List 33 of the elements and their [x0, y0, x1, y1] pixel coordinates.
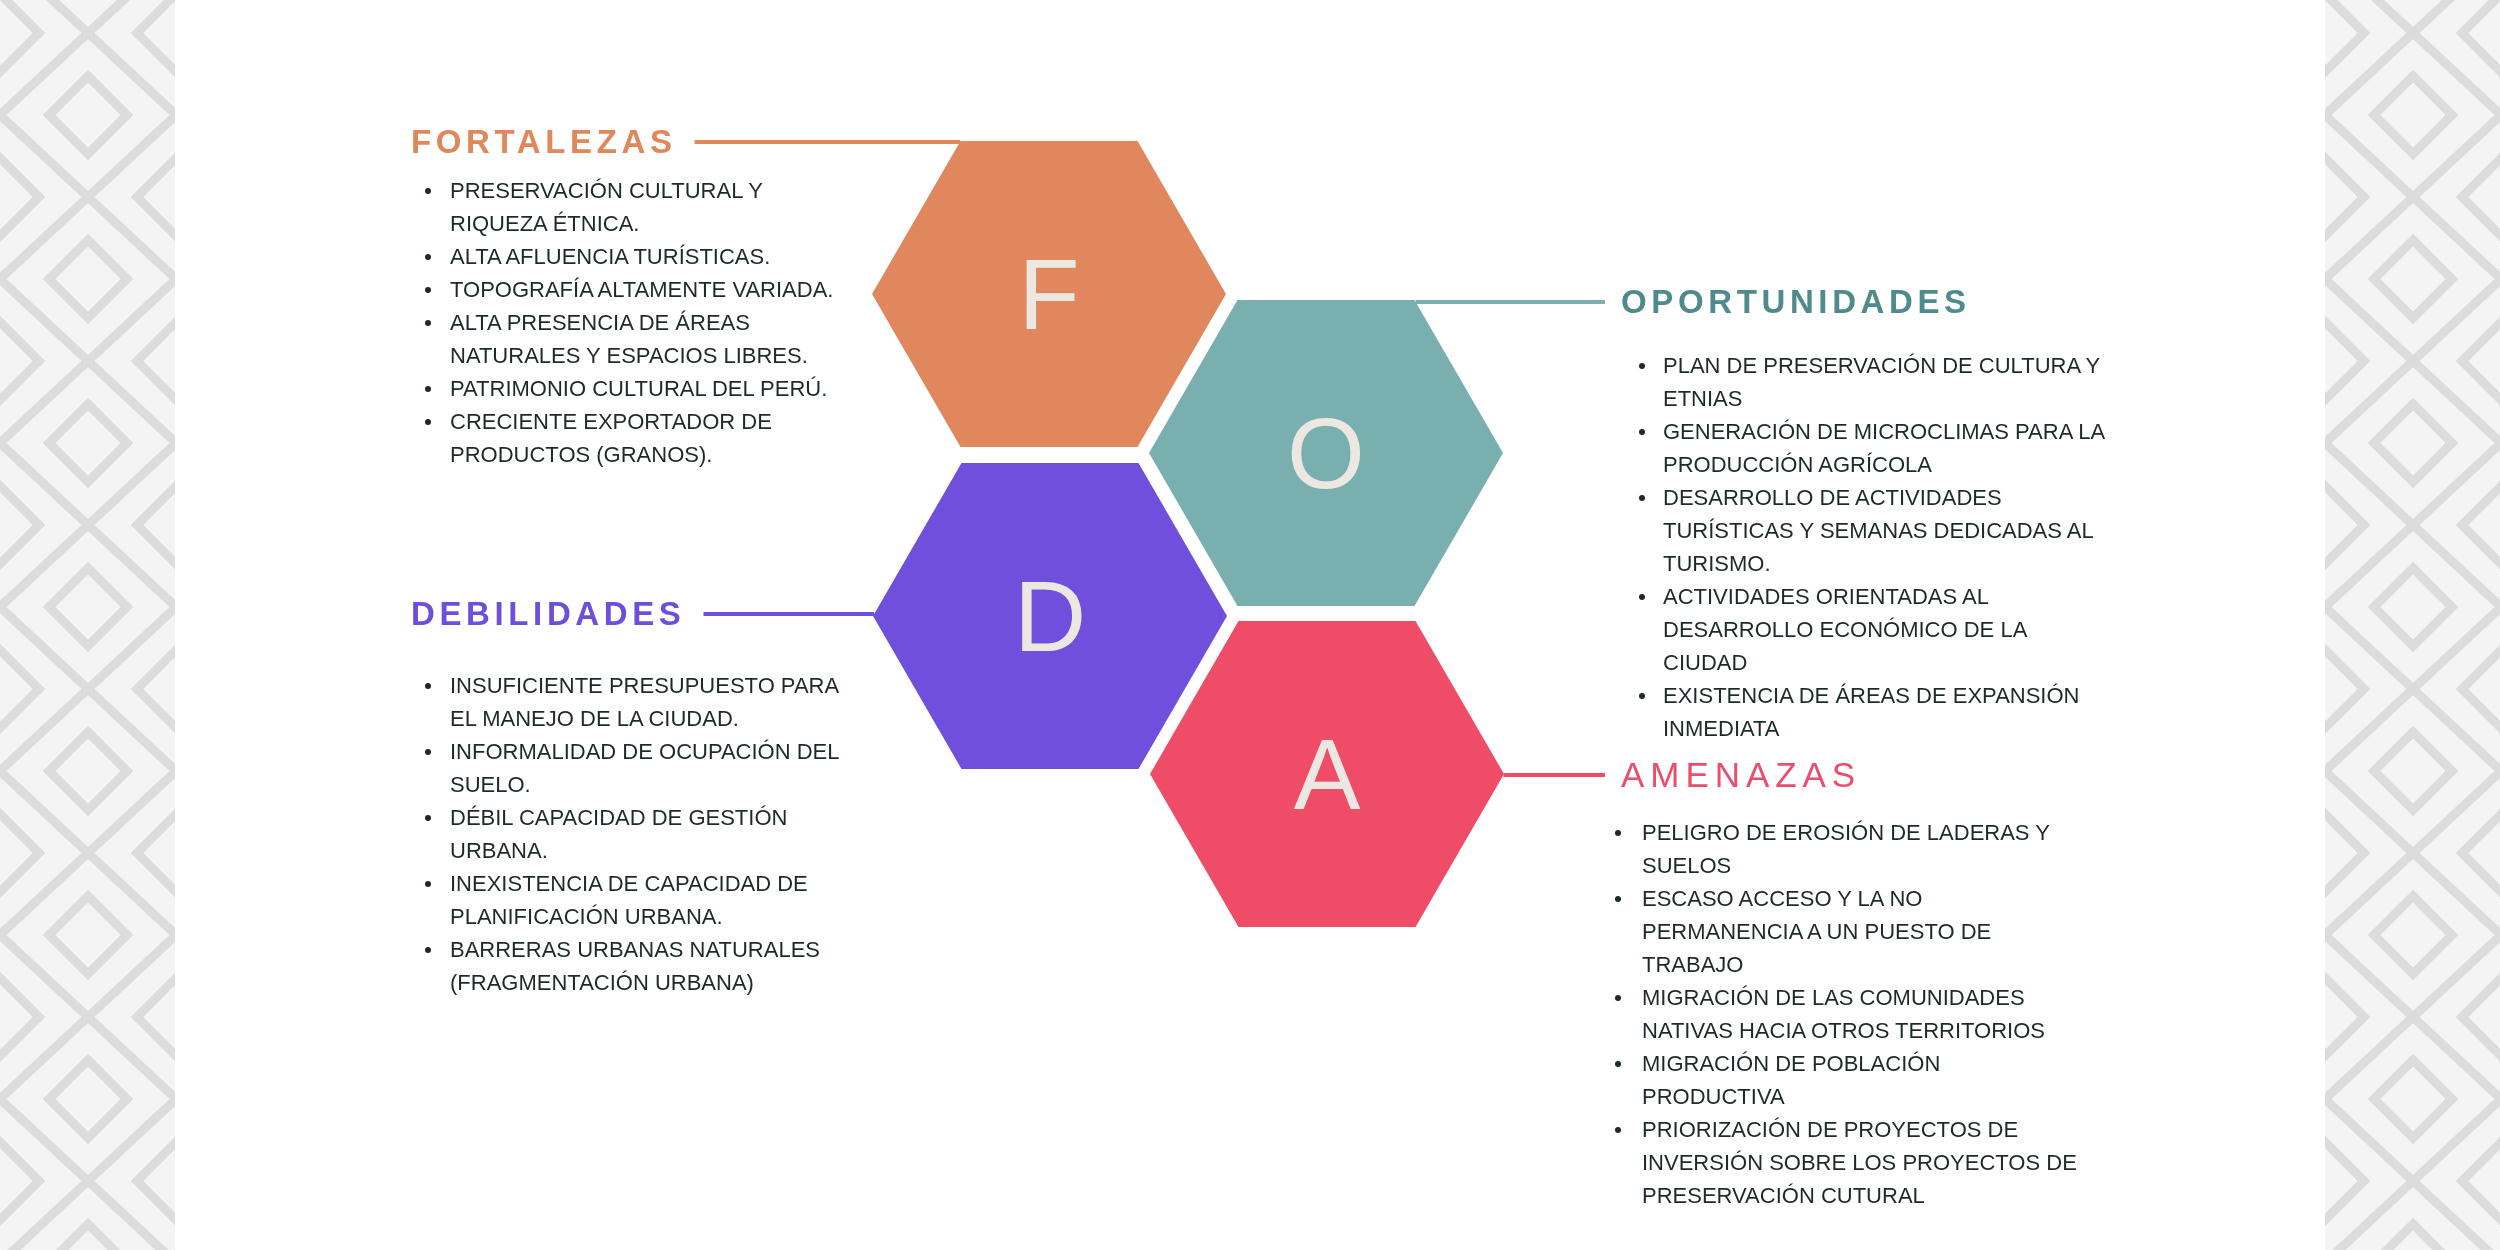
connector-line: [694, 140, 960, 144]
bullet-text: PELIGRO DE EROSIÓN DE LADERAS Y SUELOS: [1642, 819, 2051, 880]
section-heading: DEBILIDADES: [411, 594, 704, 634]
bullet-text: TOPOGRAFÍA ALTAMENTE VARIADA.: [450, 276, 834, 304]
bullet-text: MIGRACIÓN DE POBLACIÓN PRODUCTIVA: [1642, 1050, 1942, 1111]
bullet-text: DÉBIL CAPACIDAD DE GESTIÓN URBANA.: [450, 804, 789, 865]
bullet-text: MIGRACIÓN DE LAS COMUNIDADES NATIVAS HACIA OTROS TERRITORIOS: [1642, 984, 2046, 1045]
hexagon-letter: F: [1018, 244, 1080, 344]
connector-line: [1415, 300, 1605, 304]
bullet-text: ACTIVIDADES ORIENTADAS AL DESARROLLO ECONÓMICO DE LA CIUDAD: [1663, 583, 2028, 677]
hexagon-letter: D: [1013, 566, 1087, 666]
hexagon-letter: A: [1293, 724, 1361, 824]
bullet-text: EXISTENCIA DE ÁREAS DE EXPANSIÓN INMEDIATA: [1663, 682, 2081, 743]
connector-line: [1503, 773, 1605, 777]
bullet-text: PRESERVACIÓN CULTURAL Y RIQUEZA ÉTNICA.: [450, 177, 764, 238]
bullet-text: INFORMALIDAD DE OCUPACIÓN DEL SUELO.: [450, 738, 840, 799]
bullet-text: INEXISTENCIA DE CAPACIDAD DE PLANIFICACIÓN URBANA.: [450, 870, 809, 931]
bullet-text: CRECIENTE EXPORTADOR DE PRODUCTOS (GRANOS).: [450, 408, 773, 469]
bullet-text: BARRERAS URBANAS NATURALES (FRAGMENTACIÓN URBANA): [450, 936, 821, 997]
bullet-text: ALTA PRESENCIA DE ÁREAS NATURALES Y ESPACIOS LIBRES.: [450, 309, 809, 370]
section-heading: FORTALEZAS: [411, 122, 695, 162]
bullet-text: PLAN DE PRESERVACIÓN DE CULTURA Y ETNIAS: [1663, 352, 2101, 413]
bullet-text: DESARROLLO DE ACTIVIDADES TURÍSTICAS Y SEMANAS DEDICADAS AL TURISMO.: [1663, 484, 2094, 578]
connector-line: [703, 612, 875, 616]
bullet-text: ESCASO ACCESO Y LA NO PERMANENCIA A UN PUESTO DE TRABAJO: [1642, 885, 1993, 979]
bullet-text: PRIORIZACIÓN DE PROYECTOS DE INVERSIÓN SOBRE LOS PROYECTOS DE PRESERVACIÓN CUTURAL: [1642, 1116, 2077, 1210]
bullet-text: ALTA AFLUENCIA TURÍSTICAS.: [450, 243, 771, 271]
hexagon-letter: O: [1287, 403, 1365, 503]
bullet-text: GENERACIÓN DE MICROCLIMAS PARA LA PRODUCCIÓN AGRÍCOLA: [1663, 418, 2104, 479]
bullet-text: PATRIMONIO CULTURAL DEL PERÚ.: [450, 375, 828, 403]
bullet-text: INSUFICIENTE PRESUPUESTO PARA EL MANEJO DE LA CIUDAD.: [450, 672, 840, 733]
section-heading: AMENAZAS: [1605, 755, 1862, 795]
section-heading: OPORTUNIDADES: [1605, 282, 1971, 322]
